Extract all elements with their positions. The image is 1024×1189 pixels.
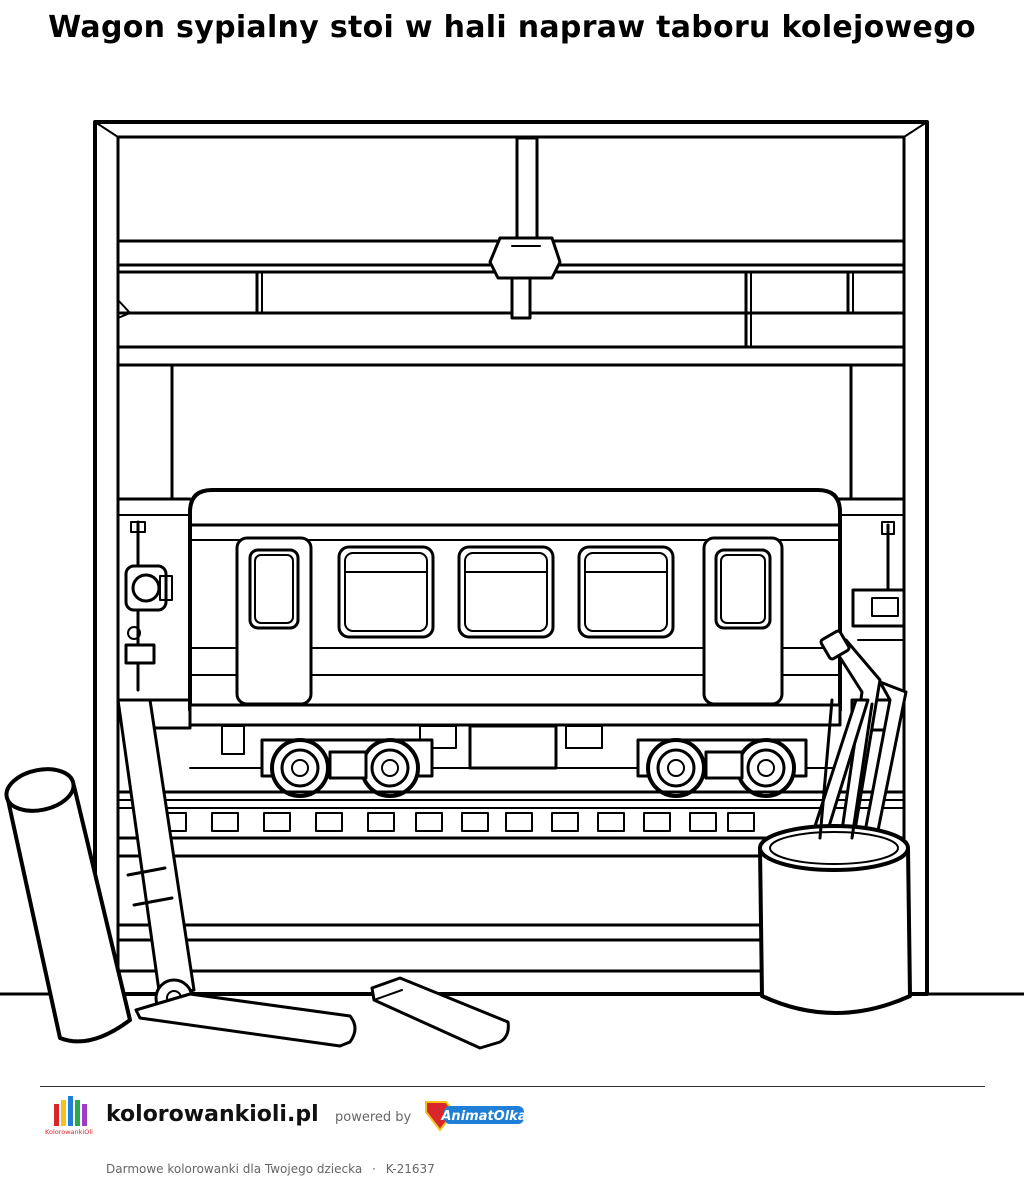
leaning-cylinder (4, 767, 132, 1044)
crane-hook (488, 136, 562, 320)
floor-jack (116, 698, 357, 1048)
tagline-separator: · (372, 1162, 376, 1176)
floor-plank (370, 976, 510, 1050)
logo-text: KolorowankiOli (45, 1128, 93, 1136)
page-title: Wagon sypialny stoi w hali napraw taboru… (48, 10, 976, 45)
brand-logo-text: AnimatOlka (440, 1109, 526, 1124)
coloring-illustration (0, 120, 1024, 1050)
railway-track (116, 790, 906, 942)
bogie-right (636, 738, 808, 798)
footer-tagline: Darmowe kolorowanki dla Twojego dziecka … (106, 1162, 435, 1176)
powered-by-label: powered by (335, 1110, 412, 1125)
bogie-left (260, 738, 434, 798)
animatolka-logo[interactable]: AnimatOlka (424, 1098, 528, 1134)
tagline-text: Darmowe kolorowanki dla Twojego dziecka (106, 1162, 363, 1176)
site-name-link[interactable]: kolorowankioli.pl (106, 1102, 319, 1127)
page-code: K-21637 (385, 1162, 435, 1176)
tool-bucket (758, 629, 912, 1015)
left-machinery (119, 520, 192, 787)
kolorowanki-logo[interactable]: KolorowankiOli (44, 1094, 94, 1140)
footer-divider (40, 1086, 985, 1087)
sleeping-car (188, 488, 842, 727)
